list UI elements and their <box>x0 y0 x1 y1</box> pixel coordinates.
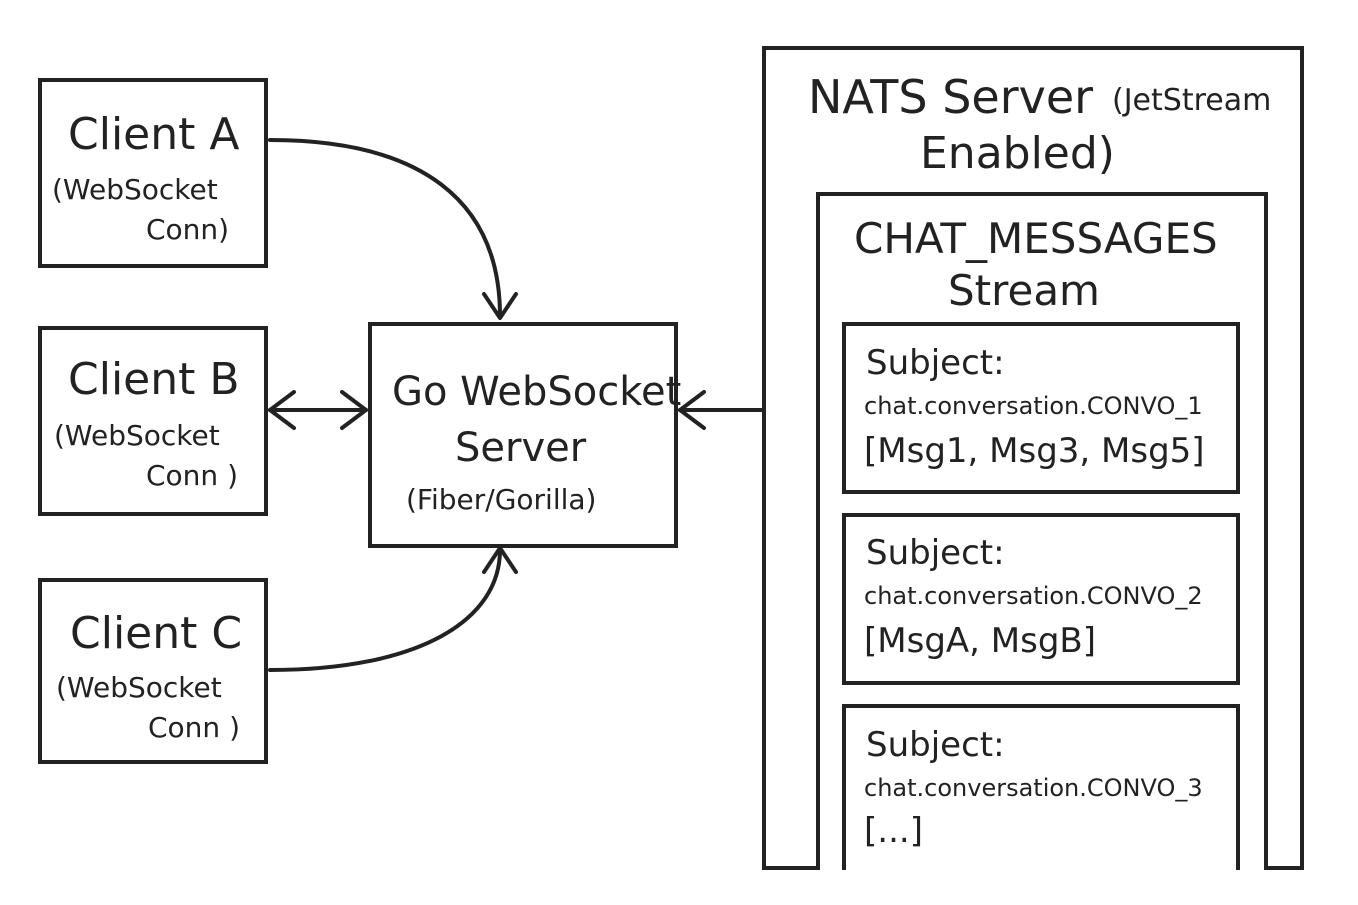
arrowhead-client-a <box>482 292 518 320</box>
client-a-box <box>38 78 268 268</box>
client-c-name: Client C <box>70 608 243 659</box>
client-b-detail-1: (WebSocket <box>54 419 220 452</box>
subject-1-label: Subject: <box>866 343 1005 383</box>
server-line-1: Go WebSocket <box>392 369 682 415</box>
client-c-detail-2: Conn ) <box>148 711 240 744</box>
subject-box-convo-3 <box>842 704 1240 870</box>
subject-3-name: chat.conversation.CONVO_3 <box>864 774 1203 802</box>
client-b-detail-2: Conn ) <box>146 459 238 492</box>
arrow-client-a-to-server <box>268 138 502 318</box>
client-b-name: Client B <box>68 354 240 405</box>
subject-3-label: Subject: <box>866 725 1005 765</box>
arrowhead-client-c <box>482 546 518 574</box>
client-a-detail-2: Conn) <box>146 213 230 246</box>
client-a-name: Client A <box>68 109 240 160</box>
arrowhead-server-right <box>678 390 706 430</box>
stream-title-line-1: CHAT_MESSAGES <box>854 214 1218 263</box>
server-line-3: (Fiber/Gorilla) <box>406 483 597 516</box>
arrow-client-c-to-server <box>268 548 502 672</box>
server-line-2: Server <box>455 425 587 471</box>
arrowhead-server-left <box>340 390 368 430</box>
arrowhead-client-b-left <box>268 390 296 430</box>
subject-1-messages: [Msg1, Msg3, Msg5] <box>864 431 1205 471</box>
client-b-box <box>38 326 268 516</box>
subject-2-messages: [MsgA, MsgB] <box>864 621 1096 661</box>
stream-title-line-2: Stream <box>948 266 1100 315</box>
subject-box-convo-2 <box>842 513 1240 685</box>
client-c-detail-1: (WebSocket <box>56 671 222 704</box>
nats-title-paren: (JetStream <box>1112 83 1272 118</box>
subject-box-convo-1 <box>842 322 1240 494</box>
subject-1-name: chat.conversation.CONVO_1 <box>864 392 1203 420</box>
client-c-box <box>38 578 268 764</box>
subject-2-label: Subject: <box>866 533 1005 573</box>
client-a-detail-1: (WebSocket <box>52 173 218 206</box>
nats-title-main: NATS Server <box>808 70 1094 124</box>
subject-3-messages: [...] <box>864 811 923 851</box>
websocket-server-box <box>368 322 678 548</box>
nats-title-line-2: Enabled) <box>920 128 1115 179</box>
subject-2-name: chat.conversation.CONVO_2 <box>864 582 1203 610</box>
